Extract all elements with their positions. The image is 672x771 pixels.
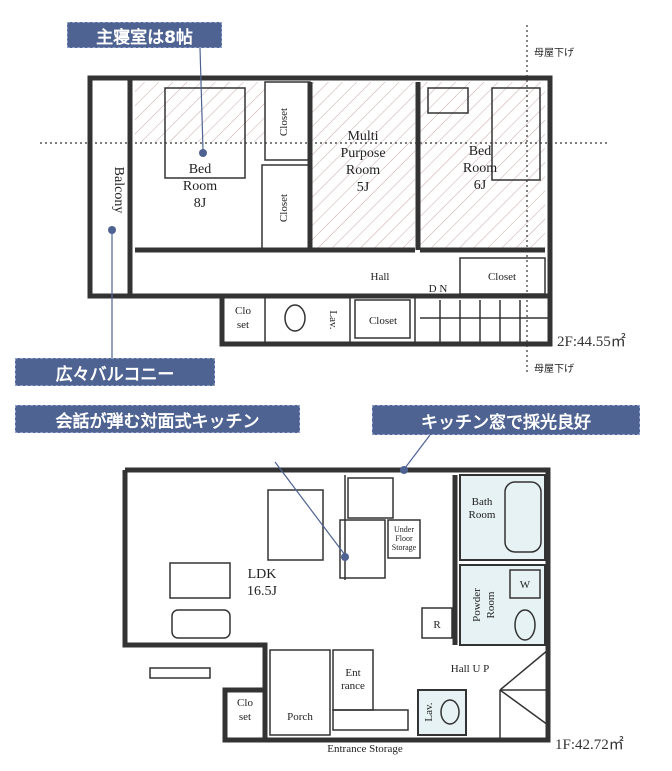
label-lavatory: Lav.: [327, 310, 339, 329]
callout-leader: [274, 461, 346, 556]
stove-icon: [347, 477, 394, 519]
callout-leader: [404, 434, 431, 469]
label-bath-room: Room: [469, 509, 496, 521]
bed-furniture: [491, 87, 541, 181]
label-closet-1f: Clo: [237, 697, 253, 709]
label-multi-purpose: Room: [346, 163, 380, 178]
washbasin-icon: [514, 609, 536, 641]
label-ldk: LDK: [248, 567, 277, 582]
label-closet: Closet: [278, 194, 290, 222]
toilet-icon: [440, 699, 460, 725]
bed-furniture: [164, 87, 246, 179]
label-washer: W: [520, 579, 531, 591]
label-stairs-down: D N: [429, 283, 448, 295]
stairs-down: [420, 300, 548, 342]
coffee-table: [171, 609, 231, 639]
callout-master-bedroom: 主寝室は8帖: [67, 22, 222, 48]
label-under-floor-storage: Floor: [395, 534, 413, 543]
toilet-icon: [284, 304, 306, 332]
label-bedroom-8: Room: [183, 179, 217, 194]
floor-2-area: 2F:44.55㎡: [557, 334, 626, 350]
label-entrance: rance: [341, 680, 365, 692]
tv-board: [149, 667, 211, 679]
sofa-icon: [169, 562, 231, 599]
roof-hatch-area: [135, 82, 265, 142]
label-closet: Closet: [488, 271, 516, 283]
label-bedroom-6: Room: [463, 161, 497, 176]
label-roof-note: 母屋下げ: [534, 47, 574, 59]
label-closet: Closet: [278, 108, 290, 136]
label-ldk-size: 16.5J: [247, 584, 278, 599]
roof-hatch-area: [420, 82, 545, 250]
callout-dot: [341, 553, 349, 561]
label-hall: Hall: [371, 271, 390, 283]
callout-balcony: 広々バルコニー: [15, 358, 215, 386]
label-closet-small: set: [237, 319, 249, 331]
label-multi-purpose: Multi: [347, 129, 378, 144]
closet-4: [354, 299, 411, 339]
label-balcony: Balcony: [111, 167, 126, 214]
callout-dot: [400, 466, 408, 474]
label-multi-purpose-size: 5J: [357, 180, 370, 195]
label-under-floor-storage: Storage: [392, 543, 417, 552]
lavatory-1f: [417, 689, 467, 736]
callout-kitchen-window: キッチン窓で採光良好: [372, 405, 640, 435]
label-roof-note: 母屋下げ: [534, 363, 574, 375]
powder-room: [459, 564, 546, 646]
closet-3: [459, 257, 546, 295]
dining-table: [267, 489, 324, 561]
floor-2-plan: Balcony Bed Room 8J Closet Closet Multi …: [40, 25, 610, 375]
label-bedroom-8: Bed: [189, 162, 212, 177]
floor-1-plan: LDK 16.5J Under Floor Storage Bath Room …: [122, 434, 551, 755]
label-bath-room: Bath: [472, 496, 493, 508]
label-closet-small: Clo: [235, 305, 251, 317]
label-entrance: Ent: [345, 667, 360, 679]
label-closet-1f: set: [239, 711, 251, 723]
bath-room: [459, 474, 546, 561]
callout-leader: [199, 47, 204, 151]
closet-1f: [222, 687, 268, 743]
roof-hatch-area: [310, 82, 415, 250]
under-floor-storage: [387, 519, 421, 559]
label-bedroom-6: Bed: [469, 144, 492, 159]
callout-dot: [108, 226, 116, 234]
label-lavatory-1f: Lav.: [423, 702, 435, 721]
callout-kitchen-talk: 会話が弾む対面式キッチン: [15, 405, 300, 433]
label-bedroom-6-size: 6J: [474, 178, 487, 193]
label-under-floor-storage: Under: [394, 525, 414, 534]
sink-icon: [339, 519, 386, 579]
callout-dot: [199, 149, 207, 157]
stairs-up: [499, 649, 549, 740]
washer-space: [509, 569, 541, 599]
label-powder-room: Room: [485, 591, 497, 618]
bathtub-icon: [504, 481, 542, 553]
label-closet: Closet: [369, 315, 397, 327]
label-hall-up: Hall U P: [451, 663, 490, 675]
label-multi-purpose: Purpose: [340, 146, 385, 161]
label-bedroom-8-size: 8J: [194, 196, 207, 211]
desk-furniture: [427, 87, 469, 114]
floor-1-area: 1F:42.72㎡: [555, 737, 624, 753]
label-powder-room: Powder: [471, 588, 483, 622]
label-porch: Porch: [287, 711, 313, 723]
label-entrance-storage: Entrance Storage: [327, 743, 403, 755]
label-refrigerator: R: [433, 619, 441, 631]
entrance-storage: [332, 709, 409, 731]
porch-tiles: [269, 649, 374, 736]
refrigerator-space: [421, 607, 453, 639]
